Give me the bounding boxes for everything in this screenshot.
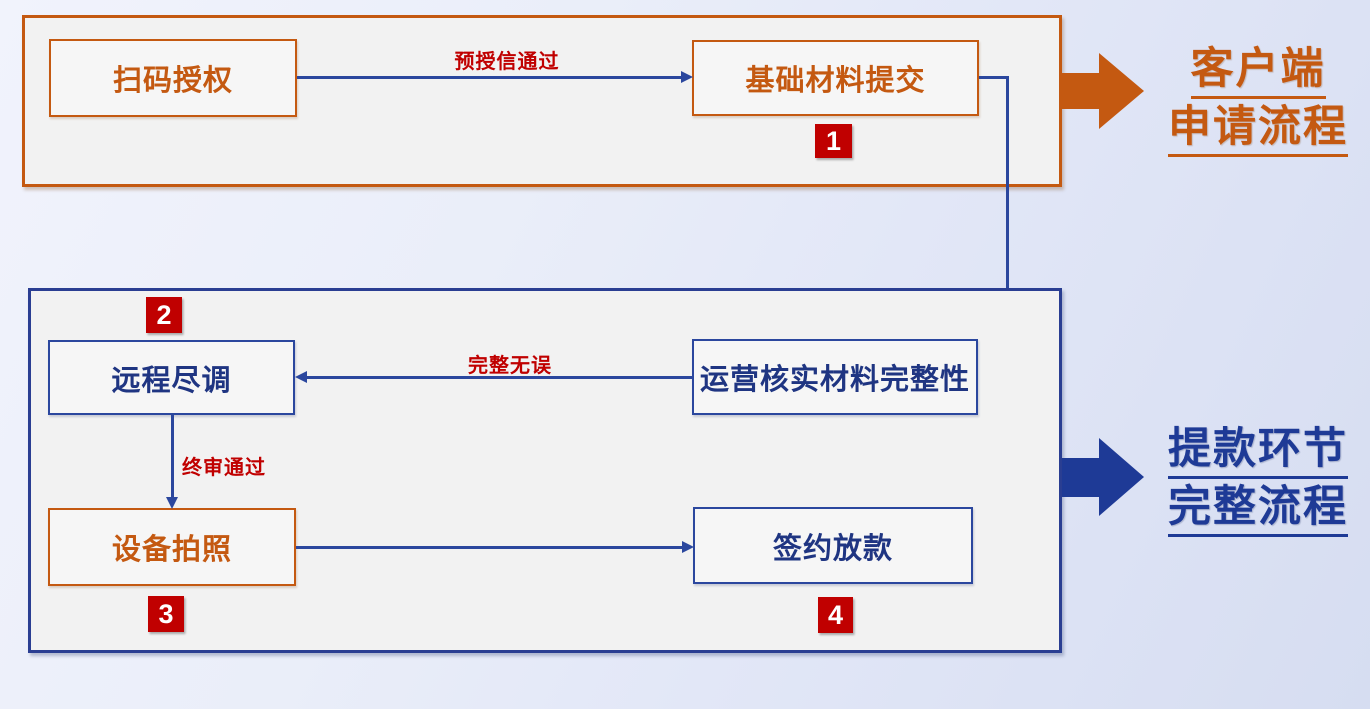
client-section-title-line2: 申请流程	[1168, 106, 1348, 157]
client-section-title: 客户端 申请流程	[1152, 48, 1364, 164]
node-basic-materials: 基础材料提交	[692, 40, 979, 116]
edge-precredit-label: 预授信通过	[454, 51, 560, 73]
edge-photo-to-sign-arrowhead-icon	[682, 541, 694, 553]
node-sign-disburse-label: 签约放款	[772, 532, 893, 565]
node-remote-dd-label: 远程尽调	[111, 364, 232, 397]
step-badge-4: 4	[818, 597, 853, 633]
node-scan-auth: 扫码授权	[49, 39, 297, 117]
withdraw-section-title: 提款环节 完整流程	[1152, 428, 1364, 544]
client-section-arrowhead-icon	[1099, 53, 1144, 129]
step-badge-3: 3	[148, 596, 184, 632]
edge-complete-label: 完整无误	[468, 355, 552, 377]
node-device-photo-label: 设备拍照	[111, 534, 232, 566]
withdraw-section-arrowhead-icon	[1099, 438, 1144, 516]
node-remote-dd: 远程尽调	[48, 340, 295, 415]
edge-finalapproval-arrowhead-icon	[166, 497, 178, 509]
edge-down-connector-vertical	[1006, 76, 1009, 378]
edge-finalapproval-line	[171, 415, 174, 498]
client-section-title-line1: 客户端	[1190, 48, 1326, 99]
node-sign-disburse: 签约放款	[693, 507, 973, 584]
withdraw-section-arrow-icon	[1062, 458, 1100, 497]
edge-finalapproval-label: 终审通过	[182, 457, 266, 479]
edge-precredit-arrowhead-icon	[681, 71, 693, 83]
withdraw-section-title-line2: 完整流程	[1168, 486, 1348, 537]
node-basic-materials-label: 基础材料提交	[745, 65, 926, 97]
client-section-arrow-icon	[1062, 73, 1100, 109]
edge-complete-arrowhead-icon	[295, 371, 307, 383]
step-badge-2: 2	[146, 297, 182, 333]
node-ops-verify: 运营核实材料完整性	[692, 339, 978, 415]
node-device-photo: 设备拍照	[48, 508, 296, 586]
withdraw-section-title-line1: 提款环节	[1168, 428, 1348, 479]
node-scan-auth-label: 扫码授权	[112, 65, 233, 97]
node-ops-verify-label: 运营核实材料完整性	[699, 364, 970, 396]
step-badge-1: 1	[815, 124, 852, 158]
edge-down-connector-top	[979, 76, 1009, 79]
edge-photo-to-sign-line	[296, 546, 683, 549]
edge-precredit-line	[297, 76, 682, 79]
edge-complete-line	[305, 376, 692, 379]
